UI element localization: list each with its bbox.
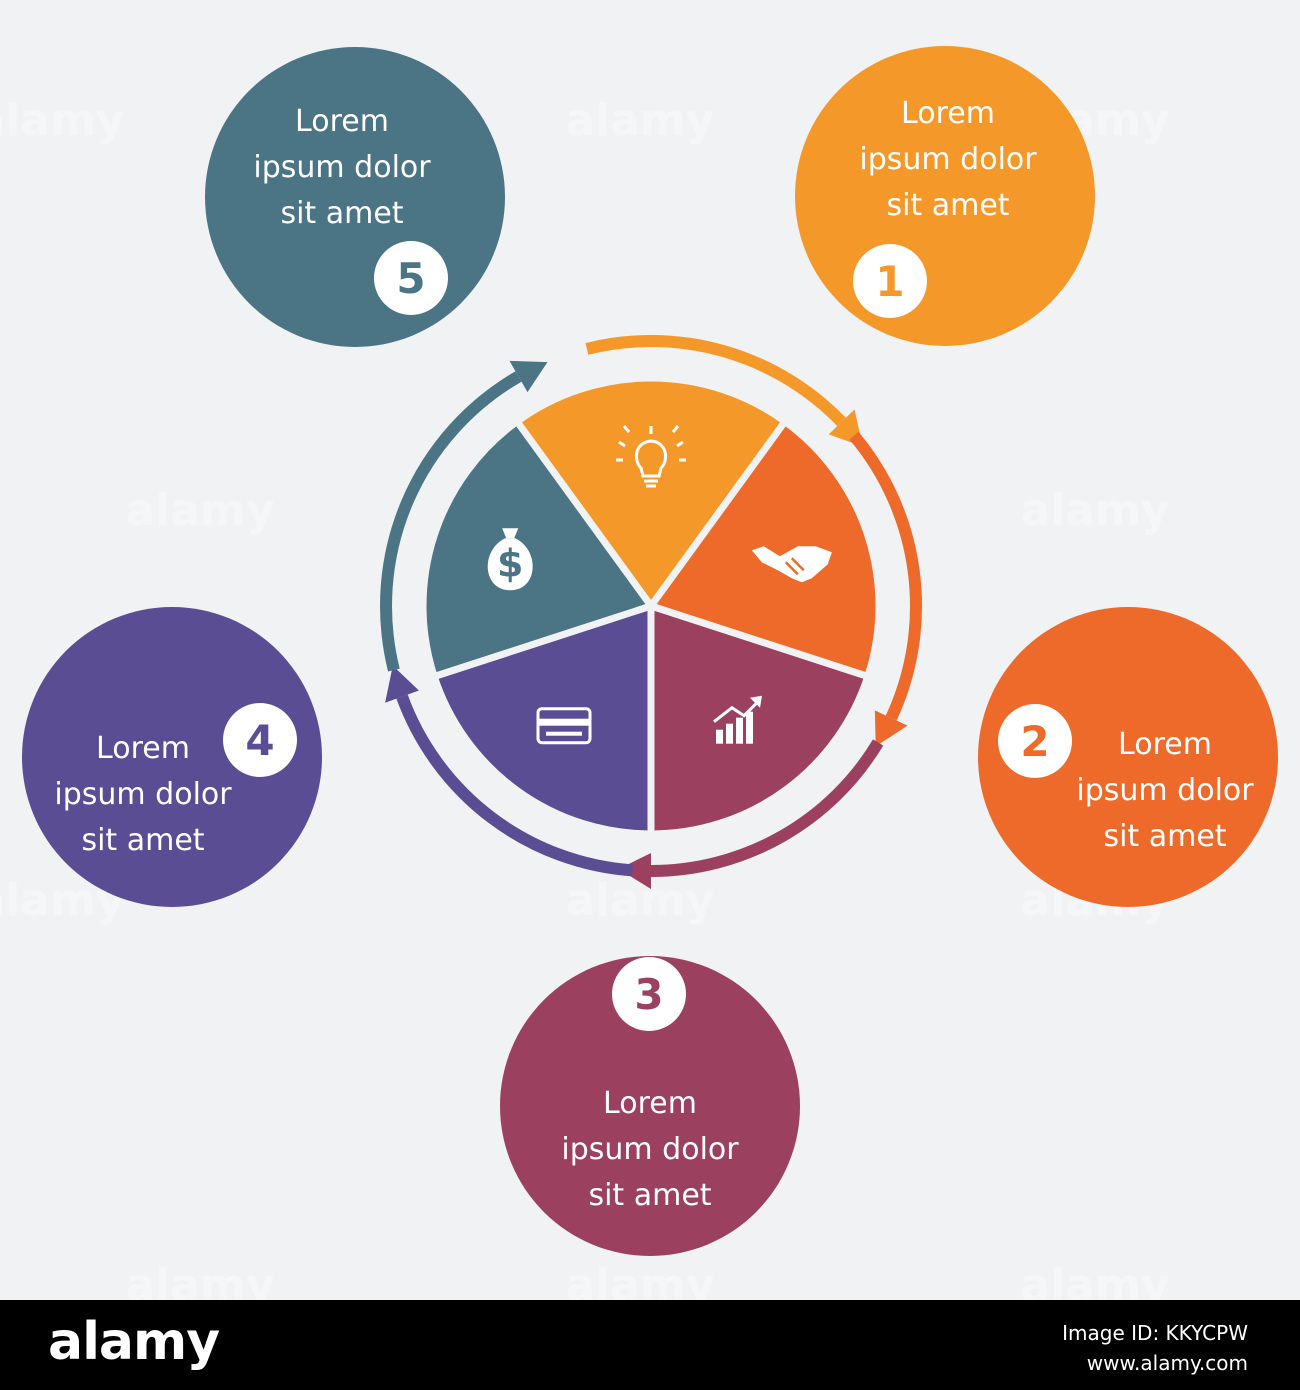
step-number-badge-1 — [853, 244, 927, 318]
watermark-layer: alamy alamy alamy alamy alamy alamy alamy alamy… — [0, 95, 1170, 1300]
step-1-text-line: sit amet — [886, 188, 1009, 223]
ring-arrowhead-4 — [385, 665, 419, 703]
footer-brand-logo: alamy — [48, 1312, 220, 1372]
step-number-badge-2 — [998, 704, 1072, 778]
center-pie-chart — [419, 374, 883, 838]
footer-site: www.alamy.com — [1086, 1351, 1248, 1375]
step-bubble-5: Lorem ipsum dolor sit amet 5 — [205, 47, 505, 347]
step-number-2: 2 — [1020, 717, 1049, 766]
step-bubble-1: Lorem ipsum dolor sit amet 1 — [795, 46, 1095, 346]
step-1-text-line: ipsum dolor — [859, 142, 1037, 177]
step-bubble-3: Lorem ipsum dolor sit amet 3 — [500, 956, 800, 1256]
step-2-text-line: Lorem — [1118, 727, 1212, 762]
ring-arrowhead-5 — [509, 360, 548, 393]
step-1-text-line: Lorem — [901, 96, 995, 131]
watermark-text: alamy — [0, 95, 125, 146]
handshake-icon — [751, 546, 832, 583]
ring-arc-4 — [396, 694, 633, 877]
ring-arc-2 — [849, 431, 922, 721]
step-5-text-line: ipsum dolor — [253, 150, 431, 185]
watermark-text: alamy — [1021, 485, 1170, 536]
step-circle-3 — [500, 956, 800, 1256]
pie-wedge-5 — [419, 418, 655, 680]
step-4-text-line: ipsum dolor — [54, 777, 232, 812]
circular-process-diagram: alamy alamy alamy alamy alamy alamy alamy alamy… — [0, 46, 1278, 1300]
step-number-5: 5 — [396, 254, 425, 303]
watermark-text: alamy — [566, 875, 715, 926]
svg-text:$: $ — [497, 541, 523, 585]
step-number-4: 4 — [245, 716, 274, 765]
ring-arc-1 — [585, 335, 846, 427]
money-bag-icon: $ — [487, 528, 533, 591]
step-circle-4 — [22, 607, 322, 907]
step-3-text-line: ipsum dolor — [561, 1132, 739, 1167]
lightbulb-icon — [616, 425, 686, 488]
pie-wedge-1 — [513, 374, 789, 610]
step-3-text-line: sit amet — [588, 1178, 711, 1213]
credit-card-icon — [536, 707, 592, 745]
step-bubble-4: Lorem ipsum dolor sit amet 4 — [22, 607, 322, 907]
watermark-text: alamy — [1021, 1260, 1170, 1300]
step-4-text-line: Lorem — [96, 731, 190, 766]
ring-arrowhead-3 — [618, 853, 651, 889]
step-2-text-line: ipsum dolor — [1076, 773, 1254, 808]
step-4-text-line: sit amet — [81, 823, 204, 858]
pie-wedge-3 — [647, 602, 872, 838]
watermark-text: alamy — [566, 1260, 715, 1300]
step-number-3: 3 — [634, 970, 663, 1019]
pie-icons: $ — [487, 425, 832, 745]
step-5-text-line: Lorem — [295, 104, 389, 139]
watermark-text: alamy — [566, 95, 715, 146]
ring-arc-5 — [380, 371, 522, 672]
footer-image-id: Image ID: KKYCPW — [1062, 1321, 1248, 1345]
step-number-1: 1 — [875, 257, 904, 306]
step-circle-2 — [978, 607, 1278, 907]
step-3-text-line: Lorem — [603, 1086, 697, 1121]
step-number-badge-4 — [223, 703, 297, 777]
ring-arc-3 — [650, 739, 884, 877]
watermark-text: alamy — [126, 1260, 275, 1300]
footer-info: Image ID: KKYCPW www.alamy.com — [1062, 1318, 1248, 1378]
step-bubble-2: Lorem ipsum dolor sit amet 2 — [978, 607, 1278, 907]
stock-footer-bar: alamy Image ID: KKYCPW www.alamy.com — [0, 1300, 1300, 1390]
growth-chart-icon — [713, 695, 762, 744]
step-2-text-line: sit amet — [1103, 819, 1226, 854]
outer-arrow-ring — [380, 335, 922, 889]
ring-arrowhead-2 — [874, 710, 908, 747]
step-number-badge-3 — [612, 957, 686, 1031]
step-5-text-line: sit amet — [280, 196, 403, 231]
watermark-text: alamy — [126, 485, 275, 536]
step-number-badge-5 — [374, 241, 448, 315]
